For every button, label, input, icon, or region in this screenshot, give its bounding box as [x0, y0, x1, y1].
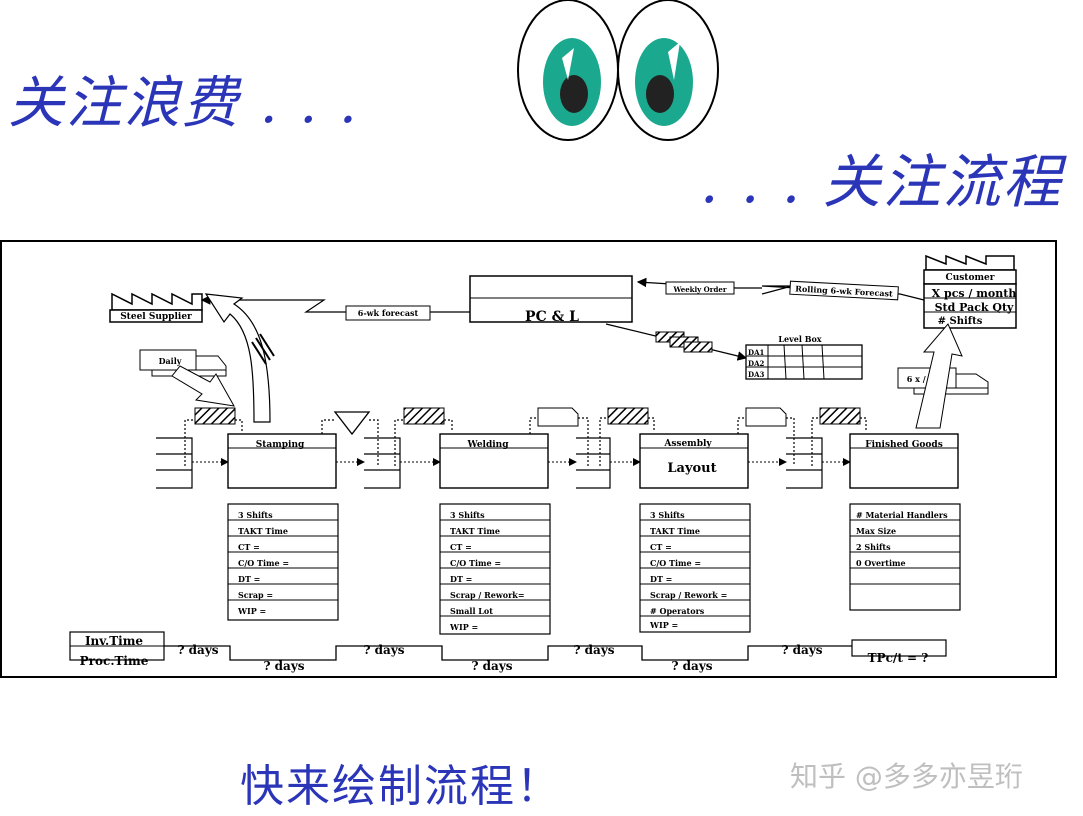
weekly-order-label: Weekly Order [672, 285, 726, 294]
timeline-bottom-2: ? days [471, 659, 512, 673]
svg-text:C/O Time =: C/O Time = [650, 558, 701, 568]
level-box: DA1 DA2 DA3 [745, 344, 863, 380]
value-stream-map: Steel Supplier Customer X pcs / month St… [0, 240, 1057, 678]
timeline-top-2: ? days [363, 643, 404, 657]
svg-text:Scrap / Rework =: Scrap / Rework = [650, 590, 727, 600]
svg-text:Stamping: Stamping [256, 440, 305, 450]
svg-text:Welding: Welding [466, 440, 509, 450]
svg-text:CT =: CT = [238, 542, 260, 552]
timeline-top-4: ? days [781, 643, 822, 657]
heading-left: 关注浪费 . . . [8, 71, 359, 136]
svg-text:Inv.Time: Inv.Time [85, 634, 143, 648]
svg-text:Small Lot: Small Lot [450, 606, 493, 616]
timeline-bottom-3: ? days [671, 659, 712, 673]
supplier-factory: Steel Supplier [109, 292, 203, 323]
svg-text:Assembly: Assembly [663, 439, 712, 449]
svg-text:DT =: DT = [238, 574, 260, 584]
svg-text:DA3: DA3 [748, 370, 765, 379]
svg-text:TAKT Time: TAKT Time [650, 526, 700, 536]
data-box-assembly: 3 Shifts TAKT Time CT = C/O Time = DT = … [639, 503, 751, 633]
customer-info-3: # Shifts [938, 316, 983, 327]
svg-text:DA1: DA1 [748, 348, 765, 357]
data-box-stamping: 3 Shifts TAKT Time CT = C/O Time = DT = … [227, 503, 339, 621]
timeline-bottom-1: ? days [263, 659, 304, 673]
svg-text:Max Size: Max Size [856, 526, 896, 536]
footer-cta: 快来绘制流程！ [240, 761, 562, 812]
svg-text:C/O Time =: C/O Time = [450, 558, 501, 568]
svg-text:CT =: CT = [450, 542, 472, 552]
svg-text:WIP =: WIP = [237, 606, 266, 616]
svg-text:3 Shifts: 3 Shifts [238, 510, 273, 520]
svg-text:3 Shifts: 3 Shifts [650, 510, 685, 520]
svg-text:# Material Handlers: # Material Handlers [856, 510, 948, 520]
svg-text:Scrap / Rework=: Scrap / Rework= [450, 590, 525, 600]
customer-info-1: X pcs / month [932, 287, 1017, 300]
level-box-label: Level Box [778, 334, 821, 344]
svg-text:C/O Time =: C/O Time = [238, 558, 289, 568]
timeline-top-1: ? days [177, 643, 218, 657]
heading-right: . . . 关注流程 [700, 148, 1063, 216]
control-box: PC & L [469, 275, 633, 325]
timeline: Inv.Time Proc.Time ? days ? days ? days … [69, 631, 947, 673]
eyes-illustration [517, 0, 719, 141]
svg-text:Scrap =: Scrap = [238, 590, 273, 600]
data-box-welding: 3 Shifts TAKT Time CT = C/O Time = DT = … [439, 503, 551, 635]
timeline-top-3: ? days [573, 643, 614, 657]
inbound-truck-label: Daily [159, 356, 182, 366]
svg-text:2 Shifts: 2 Shifts [856, 542, 891, 552]
svg-text:WIP =: WIP = [449, 622, 478, 632]
process-stamping: Stamping [227, 433, 337, 489]
customer-factory: Customer X pcs / month Std Pack Qty # Sh… [923, 254, 1017, 329]
svg-text:DT =: DT = [450, 574, 472, 584]
supplier-label: Steel Supplier [120, 312, 192, 322]
svg-text:DA2: DA2 [748, 359, 765, 368]
svg-text:WIP =: WIP = [649, 620, 678, 630]
watermark: 知乎 @多多亦昱珩 [790, 760, 1023, 793]
data-box-finished-goods: # Material Handlers Max Size 2 Shifts 0 … [849, 503, 961, 611]
customer-label: Customer [946, 273, 995, 283]
svg-text:DT =: DT = [650, 574, 672, 584]
svg-text:TAKT Time: TAKT Time [238, 526, 288, 536]
svg-text:3 Shifts: 3 Shifts [450, 510, 485, 520]
svg-text:TAKT Time: TAKT Time [450, 526, 500, 536]
process-finished-goods: Finished Goods [849, 433, 959, 489]
svg-text:Finished Goods: Finished Goods [865, 440, 943, 450]
svg-text:Layout: Layout [667, 461, 716, 476]
svg-text:0 Overtime: 0 Overtime [856, 558, 906, 568]
svg-text:Proc.Time: Proc.Time [80, 654, 149, 668]
outbound-truck-label: 6 x / Day [907, 374, 946, 384]
forecast-label: 6-wk forecast [358, 308, 419, 318]
process-welding: Welding [439, 433, 549, 489]
svg-text:# Operators: # Operators [650, 606, 705, 616]
process-assembly: Assembly Layout [639, 433, 749, 489]
control-label: PC & L [525, 309, 579, 325]
svg-text:CT =: CT = [650, 542, 672, 552]
timeline-total: TPc/t = ? [868, 651, 929, 665]
customer-info-2: Std Pack Qty [935, 301, 1014, 314]
